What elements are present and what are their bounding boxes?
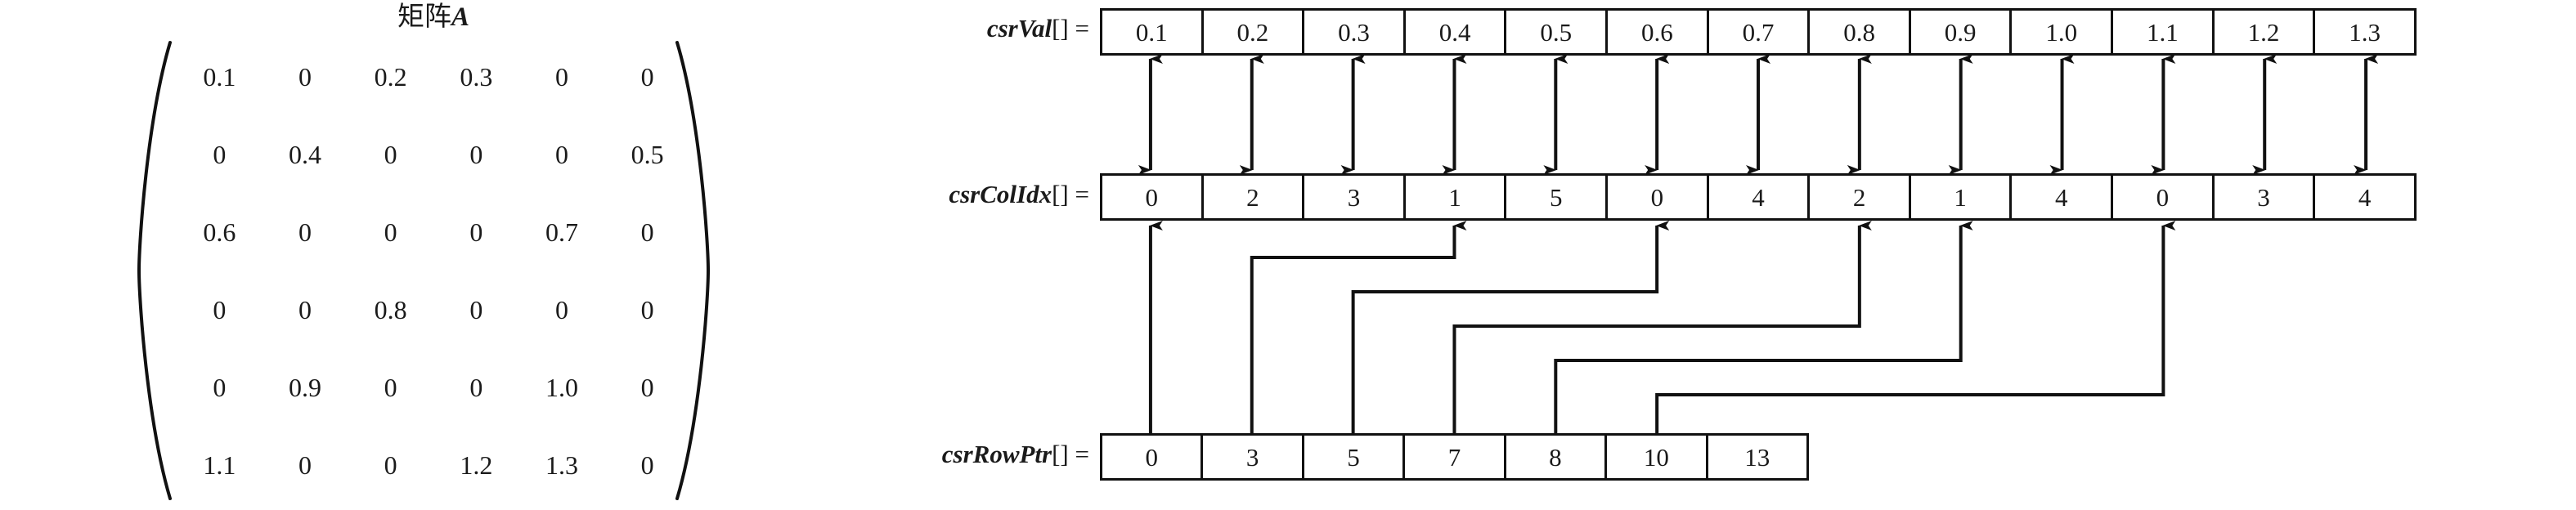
matrix-cell-r4-c3: 0 <box>469 372 483 402</box>
matrix-cell-r5-c3: 1.2 <box>460 450 493 480</box>
csrrowptr-equals: = <box>1075 440 1089 468</box>
csrval-label: csrVal[] = <box>801 15 1089 42</box>
csrval-cell-10: 1.1 <box>2113 11 2215 53</box>
matrix-title-prefix: 矩阵 <box>397 2 451 32</box>
matrix-cell-r3-c5: 0 <box>640 294 654 324</box>
matrix-title: 矩阵A <box>98 2 769 33</box>
csrval-cell-5: 0.6 <box>1608 11 1709 53</box>
csrval-cell-7: 0.8 <box>1810 11 1911 53</box>
matrix-cell-r3-c1: 0 <box>298 294 312 324</box>
matrix-cell-r4-c2: 0 <box>384 372 397 402</box>
matrix-body: 0.1 0 0.2 0.3 0 0 0 0.4 0 0 0 0.5 0.6 0 0 0 0.7 0 0 0 0.8 0 0 0… <box>98 38 769 503</box>
csrval-cell-9: 1.0 <box>2012 11 2114 53</box>
matrix-cell-r3-c0: 0 <box>213 294 227 324</box>
matrix-right-paren-icon <box>671 38 720 503</box>
matrix-cell-r1-c3: 0 <box>469 139 483 169</box>
csrcolidx-cell-3: 1 <box>1406 176 1507 218</box>
csrval-cell-3: 0.4 <box>1406 11 1507 53</box>
csrcolidx-cell-7: 2 <box>1810 176 1911 218</box>
matrix-cell-r3-c4: 0 <box>554 294 568 324</box>
csrcolidx-cell-1: 2 <box>1204 176 1305 218</box>
matrix-cell-r4-c0: 0 <box>213 372 227 402</box>
csrrowptr-name: csrRowPtr <box>941 440 1052 468</box>
csrrowptr-cell-0: 0 <box>1102 436 1204 478</box>
csrrowptr-cell-4: 8 <box>1506 436 1608 478</box>
matrix-cell-r4-c5: 0 <box>640 372 654 402</box>
matrix-cell-r5-c4: 1.3 <box>545 450 578 480</box>
matrix-cell-r2-c2: 0 <box>384 217 397 247</box>
matrix-cell-r1-c4: 0 <box>554 139 568 169</box>
csrval-cell-8: 0.9 <box>1911 11 2013 53</box>
csrcolidx-cell-9: 4 <box>2012 176 2114 218</box>
matrix-cell-r0-c0: 0.1 <box>203 61 236 92</box>
matrix-cell-r0-c3: 0.3 <box>460 61 493 92</box>
csrrowptr-cell-2: 5 <box>1304 436 1406 478</box>
rowptr-colidx-link-1 <box>1250 221 1467 433</box>
csrcolidx-brackets: [] <box>1052 180 1069 208</box>
matrix-grid: 0.1 0 0.2 0.3 0 0 0 0.4 0 0 0 0.5 0.6 0 0 0 0.7 0 0 0 0.8 0 0 0… <box>177 38 690 503</box>
csrrowptr-cell-1: 3 <box>1203 436 1304 478</box>
csrcolidx-cell-6: 4 <box>1709 176 1811 218</box>
matrix-cell-r5-c0: 1.1 <box>203 450 236 480</box>
matrix-cell-r0-c2: 0.2 <box>374 61 407 92</box>
matrix-cell-r3-c2: 0.8 <box>374 294 407 324</box>
csrcolidx-equals: = <box>1075 180 1089 208</box>
csrval-cell-6: 0.7 <box>1709 11 1811 53</box>
matrix-cell-r1-c1: 0.4 <box>288 139 321 169</box>
csrval-cell-1: 0.2 <box>1204 11 1305 53</box>
matrix-cell-r4-c4: 1.0 <box>545 372 578 402</box>
rowptr-colidx-link-3 <box>1452 221 1872 433</box>
csrcolidx-cell-8: 1 <box>1911 176 2013 218</box>
csrrowptr-cell-3: 7 <box>1405 436 1506 478</box>
matrix-cell-r1-c2: 0 <box>384 139 397 169</box>
matrix-cell-r0-c5: 0 <box>640 61 654 92</box>
csrval-cell-12: 1.3 <box>2349 17 2381 47</box>
matrix-cell-r4-c1: 0.9 <box>288 372 321 402</box>
matrix-cell-r2-c1: 0 <box>298 217 312 247</box>
matrix-cell-r2-c4: 0.7 <box>545 217 578 247</box>
csrcolidx-cell-2: 3 <box>1304 176 1406 218</box>
csrcolidx-cell-4: 5 <box>1506 176 1609 218</box>
csrrowptr-label: csrRowPtr[] = <box>801 441 1089 468</box>
matrix-cell-r2-c5: 0 <box>640 217 654 247</box>
matrix-cell-r1-c5: 0.5 <box>631 139 664 169</box>
csrval-cell-2: 0.3 <box>1304 11 1406 53</box>
csrcolidx-cell-5: 0 <box>1608 176 1709 218</box>
csrcolidx-cell-0: 0 <box>1102 176 1204 218</box>
matrix-cell-r2-c0: 0.6 <box>203 217 236 247</box>
rowptr-colidx-link-2 <box>1351 221 1670 433</box>
matrix-cell-r0-c4: 0 <box>554 61 568 92</box>
rowptr-colidx-link-5 <box>1655 221 2176 433</box>
matrix-left-paren-icon <box>128 38 177 503</box>
csrval-brackets: [] <box>1052 14 1069 42</box>
csrrowptr-cell-6: 13 <box>1744 442 1770 472</box>
rowptr-colidx-link-4 <box>1554 221 1973 433</box>
matrix-title-symbol: A <box>451 2 469 32</box>
csrval-cell-11: 1.2 <box>2215 11 2316 53</box>
matrix-cell-r3-c3: 0 <box>469 294 483 324</box>
csrcolidx-label: csrColIdx[] = <box>801 181 1089 208</box>
matrix-cell-r0-c1: 0 <box>298 61 312 92</box>
matrix-cell-r5-c2: 0 <box>384 450 397 480</box>
matrix-cell-r1-c0: 0 <box>213 139 227 169</box>
matrix-cell-r5-c5: 0 <box>640 450 654 480</box>
csrcolidx-cell-10: 0 <box>2113 176 2215 218</box>
csrcolidx-name: csrColIdx <box>949 180 1052 208</box>
csrcolidx-cell-12: 4 <box>2358 182 2372 212</box>
csrval-cell-4: 0.5 <box>1506 11 1609 53</box>
csrval-equals: = <box>1075 14 1089 42</box>
csrval-cell-0: 0.1 <box>1102 11 1204 53</box>
matrix-cell-r5-c1: 0 <box>298 450 312 480</box>
csrrowptr-brackets: [] <box>1052 440 1069 468</box>
matrix-cell-r2-c3: 0 <box>469 217 483 247</box>
csrval-name: csrVal <box>986 14 1052 42</box>
csrcolidx-cell-11: 3 <box>2215 176 2316 218</box>
csrrowptr-cell-5: 10 <box>1607 436 1708 478</box>
